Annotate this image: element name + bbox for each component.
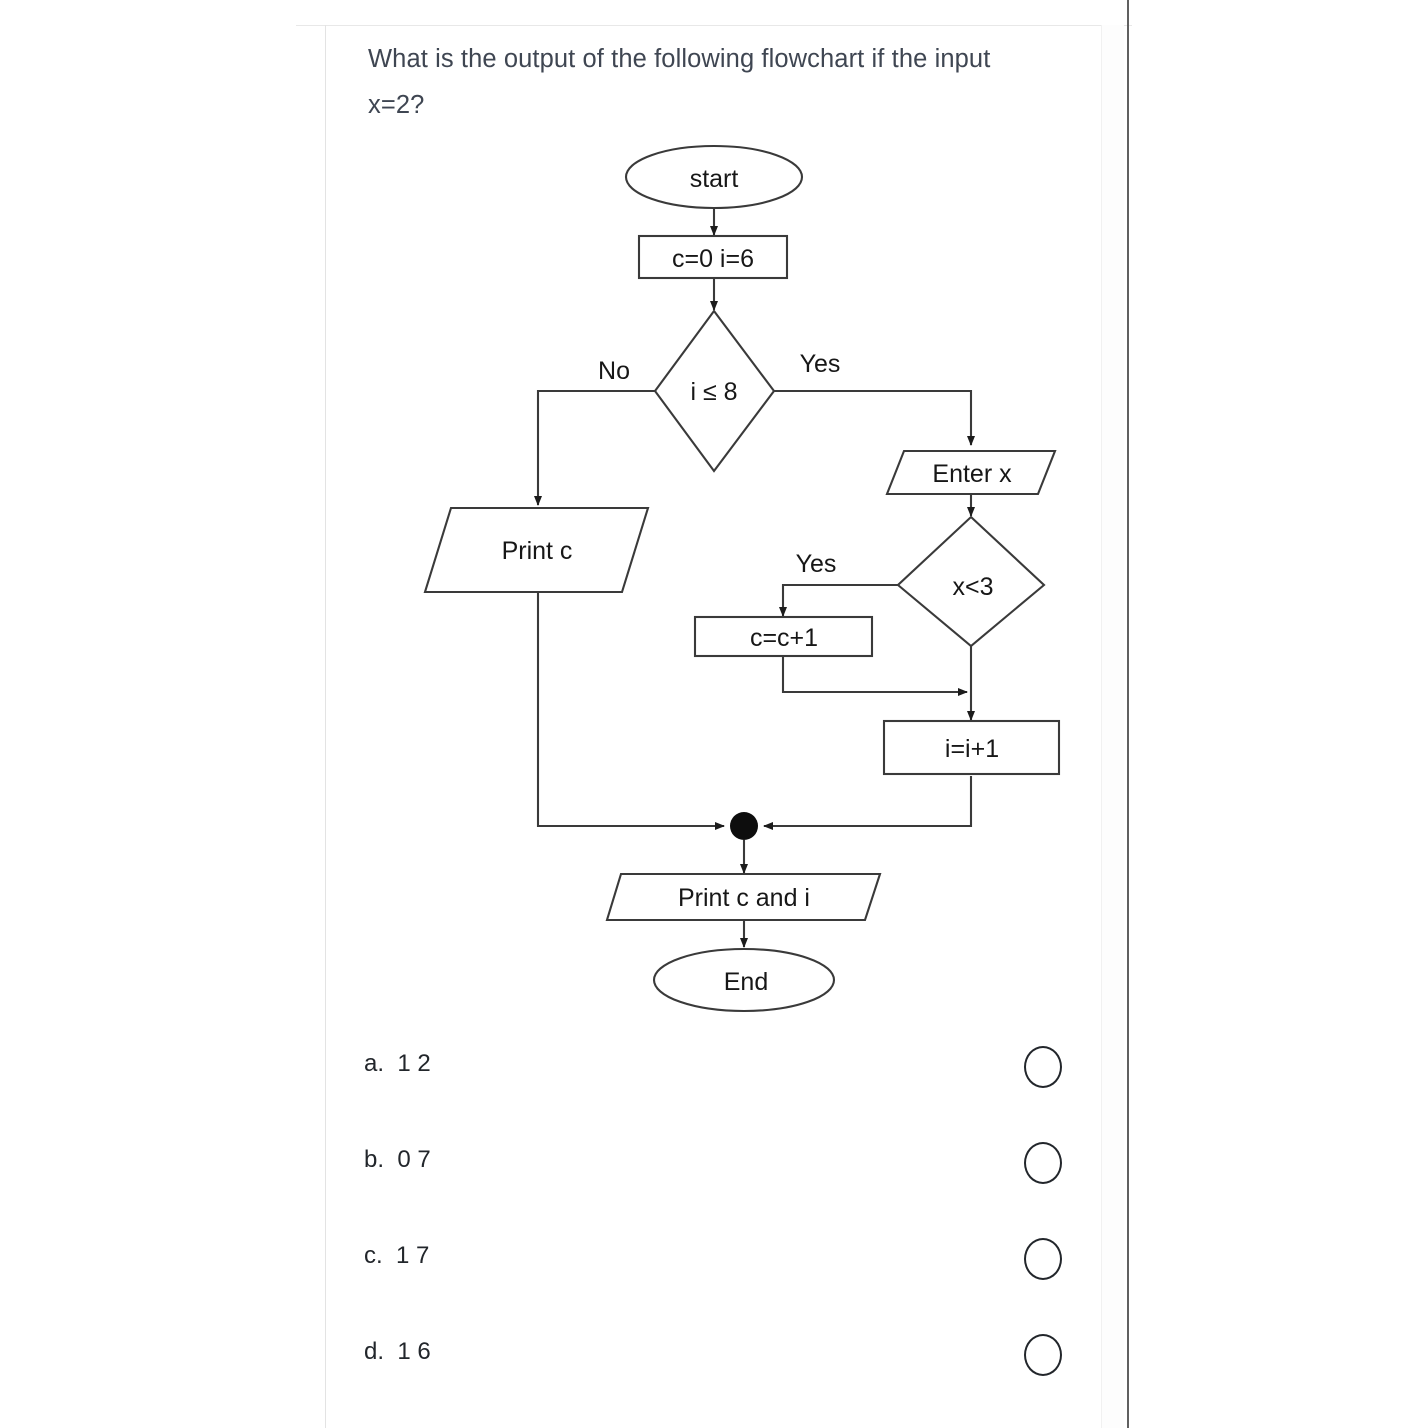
flow-node-x-condition: x<3 [896, 515, 1046, 648]
flow-node-increment-i-label: i=i+1 [945, 735, 999, 763]
content-left-border [325, 25, 326, 1428]
flow-node-init: c=0 i=6 [637, 234, 789, 280]
answer-radio-b[interactable] [1024, 1142, 1062, 1184]
flow-node-loop-condition-label: i ≤ 8 [690, 378, 737, 406]
flow-node-start: start [624, 144, 804, 210]
flow-node-input-x-label: Enter x [932, 460, 1012, 488]
flow-node-increment-c: c=c+1 [693, 615, 874, 658]
flow-node-x-condition-label: x<3 [952, 573, 993, 601]
flow-node-start-label: start [690, 165, 739, 193]
answer-option-c-label: c. 1 7 [364, 1242, 430, 1269]
panel-right-border [1127, 0, 1129, 1428]
top-divider [296, 25, 1132, 26]
answer-radio-d[interactable] [1024, 1334, 1062, 1376]
answer-options-list: a. 1 2 b. 0 7 c. 1 7 d. 1 6 [326, 1028, 1101, 1412]
flow-node-print-c-and-i-label: Print c and i [678, 884, 810, 912]
flow-node-loop-condition: i ≤ 8 [653, 309, 776, 473]
answer-option-c[interactable]: c. 1 7 [326, 1220, 1101, 1316]
edge-label-yes-loop: Yes [800, 350, 841, 378]
answer-option-d-label: d. 1 6 [364, 1338, 431, 1365]
answer-option-b[interactable]: b. 0 7 [326, 1124, 1101, 1220]
merge-node [730, 812, 758, 840]
flow-node-end: End [652, 947, 836, 1013]
flow-node-increment-c-label: c=c+1 [750, 624, 818, 652]
question-content-panel: What is the output of the following flow… [326, 26, 1101, 1428]
edge-label-yes-x: Yes [796, 550, 837, 578]
answer-option-a[interactable]: a. 1 2 [326, 1028, 1101, 1124]
answer-radio-c[interactable] [1024, 1238, 1062, 1280]
edge-label-no: No [598, 357, 630, 385]
flow-node-input-x: Enter x [885, 449, 1057, 496]
flow-node-init-label: c=0 i=6 [672, 245, 754, 273]
flowchart-diagram: start c=0 i=6 i ≤ 8 No Yes [326, 122, 1101, 1022]
flow-node-print-c-and-i: Print c and i [605, 872, 882, 922]
flow-node-end-label: End [724, 968, 768, 996]
answer-option-b-label: b. 0 7 [364, 1146, 431, 1173]
answer-option-d[interactable]: d. 1 6 [326, 1316, 1101, 1412]
question-text: What is the output of the following flow… [368, 45, 991, 119]
answer-radio-a[interactable] [1024, 1046, 1062, 1088]
vertical-scrollbar-track[interactable] [1101, 25, 1124, 1428]
flow-node-increment-i: i=i+1 [882, 719, 1061, 776]
flow-node-print-c-label: Print c [502, 537, 573, 565]
flow-node-print-c: Print c [423, 506, 650, 594]
answer-option-a-label: a. 1 2 [364, 1050, 431, 1077]
